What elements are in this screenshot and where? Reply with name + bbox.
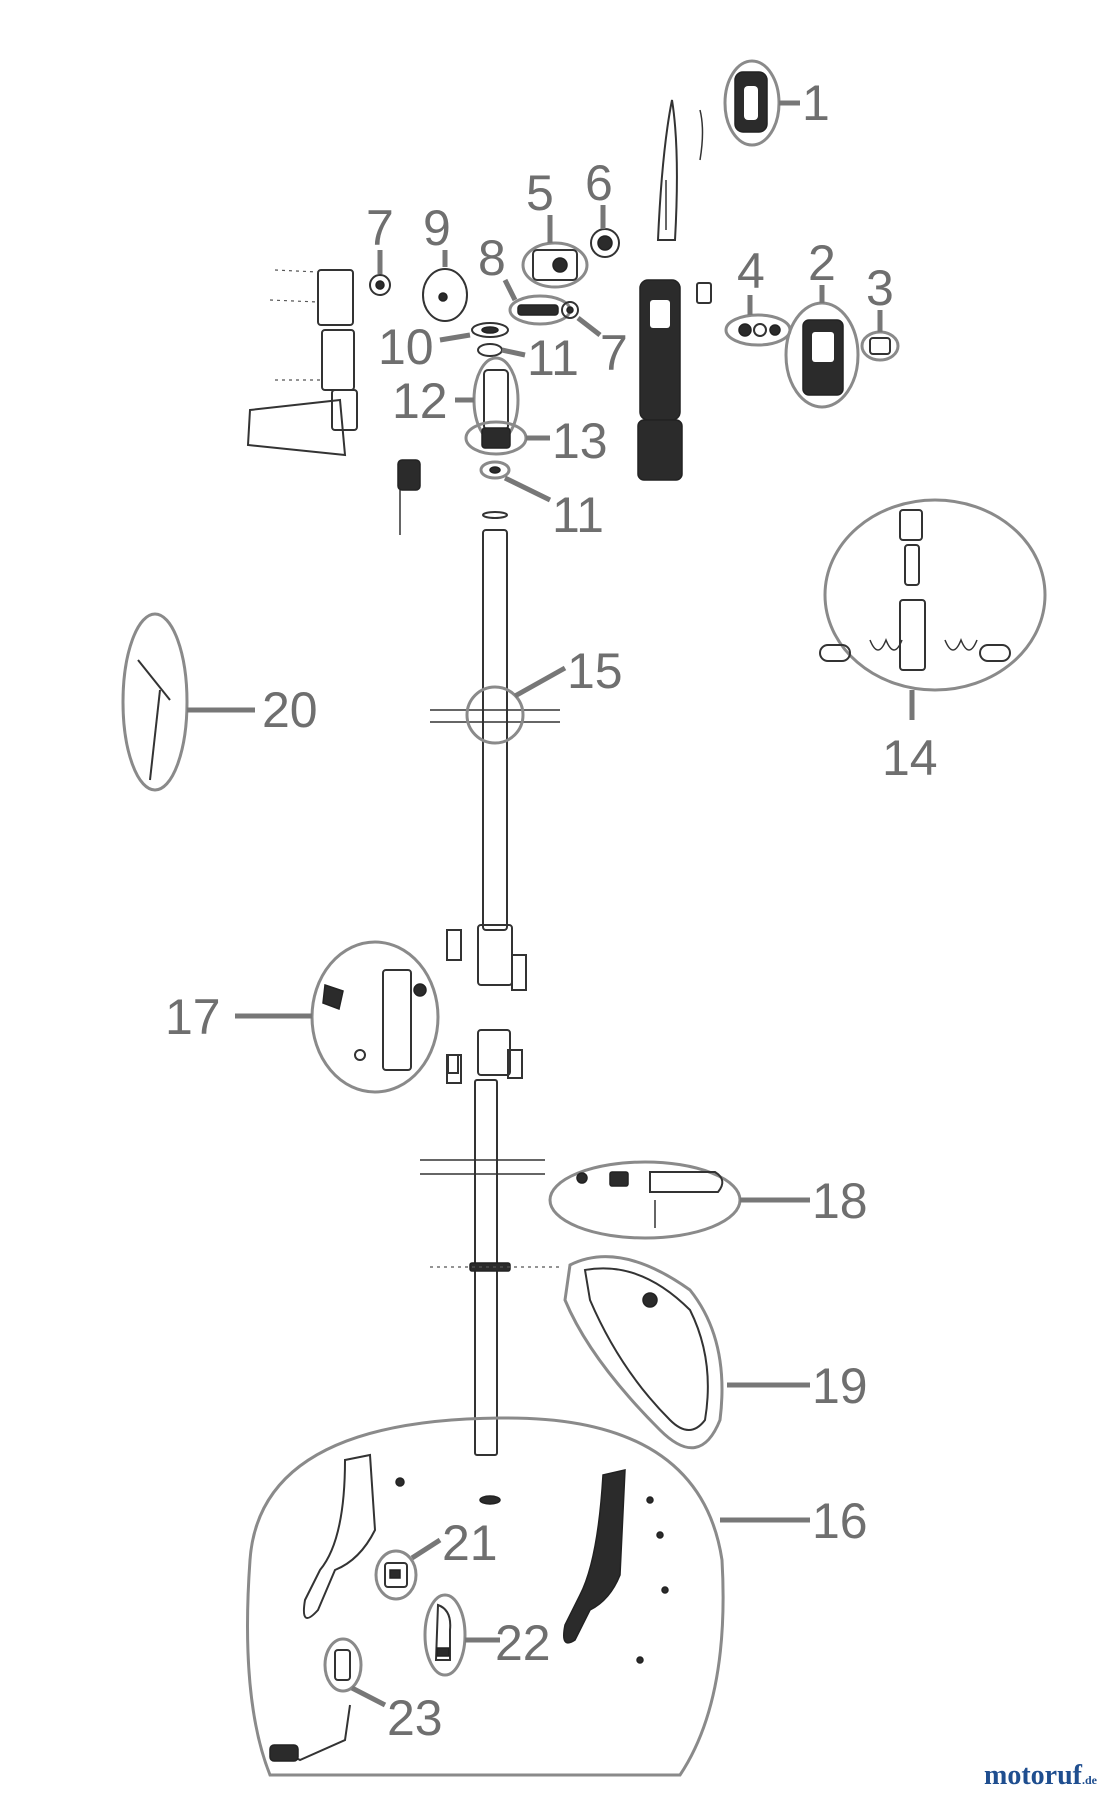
label-12: 12: [392, 373, 448, 429]
lower-shaft: [420, 1029, 560, 1456]
part-14-connector-detail: [819, 498, 1047, 692]
part-4-bearing-set: [724, 313, 792, 347]
part-6-nut: [590, 228, 620, 258]
label-5: 5: [526, 165, 554, 221]
part-1-chain-cover: [723, 59, 781, 147]
motor-housing: [637, 279, 712, 481]
gearbox-housing: [246, 269, 358, 457]
label-16: 16: [812, 1493, 868, 1549]
label-3: 3: [866, 260, 894, 316]
part-21-switch: [374, 1549, 418, 1601]
label-1: 1: [802, 75, 830, 131]
watermark-brand: motoruf: [984, 1760, 1082, 1791]
part-3-cap: [860, 330, 900, 362]
label-18: 18: [812, 1173, 868, 1229]
part-22-trigger: [423, 1593, 467, 1677]
part-11b-washer: [479, 460, 511, 480]
label-11a: 11: [527, 330, 579, 386]
part-16-rear-handle-assembly: [246, 1416, 725, 1777]
label-14: 14: [882, 730, 938, 786]
label-13: 13: [552, 413, 608, 469]
part-7a-washer: [369, 274, 391, 296]
part-7b-washer: [561, 301, 579, 319]
part-9-gear: [422, 268, 468, 322]
watermark-tld: .de: [1082, 1773, 1097, 1787]
part-10-ring: [471, 322, 509, 338]
label-6: 6: [585, 155, 613, 211]
label-10: 10: [378, 319, 434, 375]
label-7b: 7: [600, 325, 628, 381]
coil-spring: [397, 459, 421, 535]
part-5-sprocket-cover: [521, 241, 589, 289]
part-19-strap: [563, 1255, 724, 1450]
part-13-clutch: [464, 420, 528, 456]
label-17: 17: [165, 989, 221, 1045]
label-20: 20: [262, 682, 318, 738]
label-11b: 11: [552, 487, 604, 543]
label-23: 23: [387, 1690, 443, 1746]
part-15-clamp: [465, 685, 525, 745]
guide-bar-and-chain: [656, 99, 704, 241]
label-4: 4: [737, 243, 765, 299]
watermark-logo: motoruf.de: [984, 1760, 1097, 1792]
label-22: 22: [495, 1615, 551, 1671]
part-18-handle: [548, 1160, 742, 1240]
upper-shaft: [430, 511, 560, 991]
part-17-knob-and-bracket: [310, 940, 459, 1094]
part-23-cable-clamp-and-plug: [269, 1637, 363, 1762]
label-15: 15: [567, 643, 623, 699]
part-2-oil-tank: [784, 301, 860, 409]
label-19: 19: [812, 1358, 868, 1414]
label-9: 9: [423, 200, 451, 256]
part-20-wrench: [121, 612, 189, 792]
part-11a-washer: [477, 343, 503, 357]
label-21: 21: [442, 1515, 498, 1571]
label-2: 2: [808, 235, 836, 291]
label-7a: 7: [366, 200, 394, 256]
label-8: 8: [478, 230, 506, 286]
